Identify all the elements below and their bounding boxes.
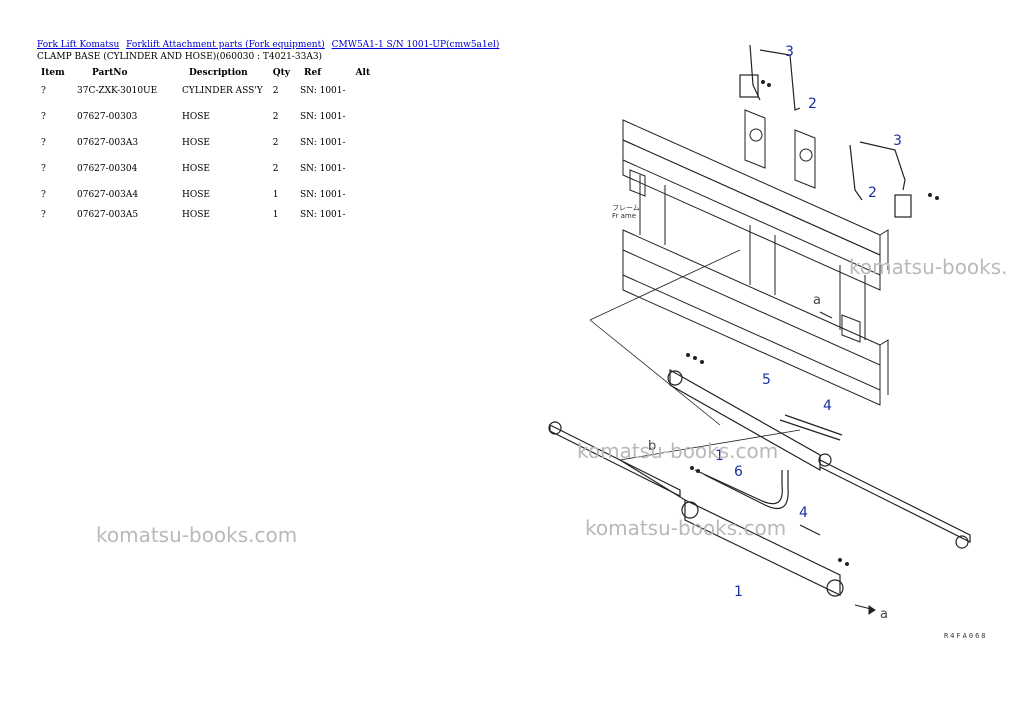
cell-item: ? [41,210,46,220]
callout-6: 6 [734,464,743,480]
callout-1-upper: 1 [715,448,724,464]
callout-1-lower: 1 [734,584,743,600]
cell-qty: 1 [272,190,279,200]
cell-alt [351,132,376,158]
cell-partno: 07627-00303 [77,112,138,122]
table-header-row: Item PartNo Description Qty Ref Alt [36,66,375,80]
cell-partno: 37C-ZXK-3010UE [77,86,158,96]
cell-qty: 2 [272,138,279,148]
callout-4-lower: 4 [799,505,808,521]
callout-3-right: 3 [893,133,902,149]
letter-b: b [648,439,656,454]
cell-item: ? [41,86,46,96]
cell-item: ? [41,138,46,148]
cell-ref: SN: 1001- [299,138,346,148]
letter-a-frame: a [813,293,821,308]
cell-partno: 07627-003A4 [77,190,139,200]
cell-description: HOSE [182,112,210,122]
header-alt: Alt [355,68,371,78]
table-row: ? 37C-ZXK-3010UE CYLINDER ASS'Y 2 SN: 10… [36,80,375,106]
table-row: ? 07627-00303 HOSE 2 SN: 1001- [36,106,375,132]
callout-2-top: 2 [808,96,817,112]
cell-qty: 2 [272,86,279,96]
cell-ref: SN: 1001- [299,190,346,200]
callout-5: 5 [762,372,771,388]
callout-2-right: 2 [868,185,877,201]
callout-4-upper: 4 [823,398,832,414]
cell-partno: 07627-003A5 [77,210,139,220]
cell-description: HOSE [182,210,210,220]
table-row: ? 07627-003A4 HOSE 1 SN: 1001- [36,184,375,204]
watermark-left: komatsu-books.com [96,523,298,547]
diagram-code: R4FA068 [944,632,988,640]
table-row: ? 07627-003A5 HOSE 1 SN: 1001- [36,204,375,224]
cell-item: ? [41,112,46,122]
breadcrumb-link-attachment-parts[interactable]: Forklift Attachment parts (Fork equipmen… [126,40,325,50]
frame-label: フレーム [612,204,640,212]
cell-ref: SN: 1001- [299,164,346,174]
cell-description: HOSE [182,138,210,148]
cell-alt [351,80,376,106]
header-description: Description [189,68,248,78]
frame-label-sub: Fr ame [612,212,636,220]
table-row: ? 07627-00304 HOSE 2 SN: 1001- [36,158,375,184]
header-item: Item [41,68,65,78]
breadcrumb-link-fork-lift-komatsu[interactable]: Fork Lift Komatsu [37,40,120,50]
watermark-middle-lower: komatsu-books.com [585,516,787,540]
cell-ref: SN: 1001- [299,210,346,220]
breadcrumb: Fork Lift Komatsu Forklift Attachment pa… [37,40,503,50]
watermark-middle-upper: komatsu-books.com [577,439,779,463]
page-subtitle: CLAMP BASE (CYLINDER AND HOSE)(060030 : … [37,52,323,62]
cell-description: CYLINDER ASS'Y [182,86,263,96]
breadcrumb-link-model[interactable]: CMW5A1-1 S/N 1001-UP(cmw5a1el) [331,40,500,50]
cell-partno: 07627-003A3 [77,138,139,148]
cell-qty: 1 [272,210,279,220]
cell-partno: 07627-00304 [77,164,138,174]
cell-item: ? [41,164,46,174]
parts-diagram: 3 2 3 2 5 4 1 6 4 1 a b a フレーム Fr ame [548,44,971,622]
callout-3-top: 3 [785,44,794,60]
cell-ref: SN: 1001- [299,86,346,96]
watermark-right: komatsu-books. [849,255,1008,279]
cell-alt [351,158,376,184]
header-qty: Qty [272,68,290,78]
cell-item: ? [41,190,46,200]
cell-alt [351,184,376,204]
cell-description: HOSE [182,190,210,200]
cell-ref: SN: 1001- [299,112,346,122]
cell-qty: 2 [272,112,279,122]
letter-a-arrow: a [880,607,888,622]
table-row: ? 07627-003A3 HOSE 2 SN: 1001- [36,132,375,158]
cell-qty: 2 [272,164,279,174]
cell-alt [351,106,376,132]
cell-description: HOSE [182,164,210,174]
cell-alt [351,204,376,224]
header-ref: Ref [303,68,322,78]
header-partno: PartNo [92,68,128,78]
parts-table: Item PartNo Description Qty Ref Alt ? 37… [36,66,375,224]
